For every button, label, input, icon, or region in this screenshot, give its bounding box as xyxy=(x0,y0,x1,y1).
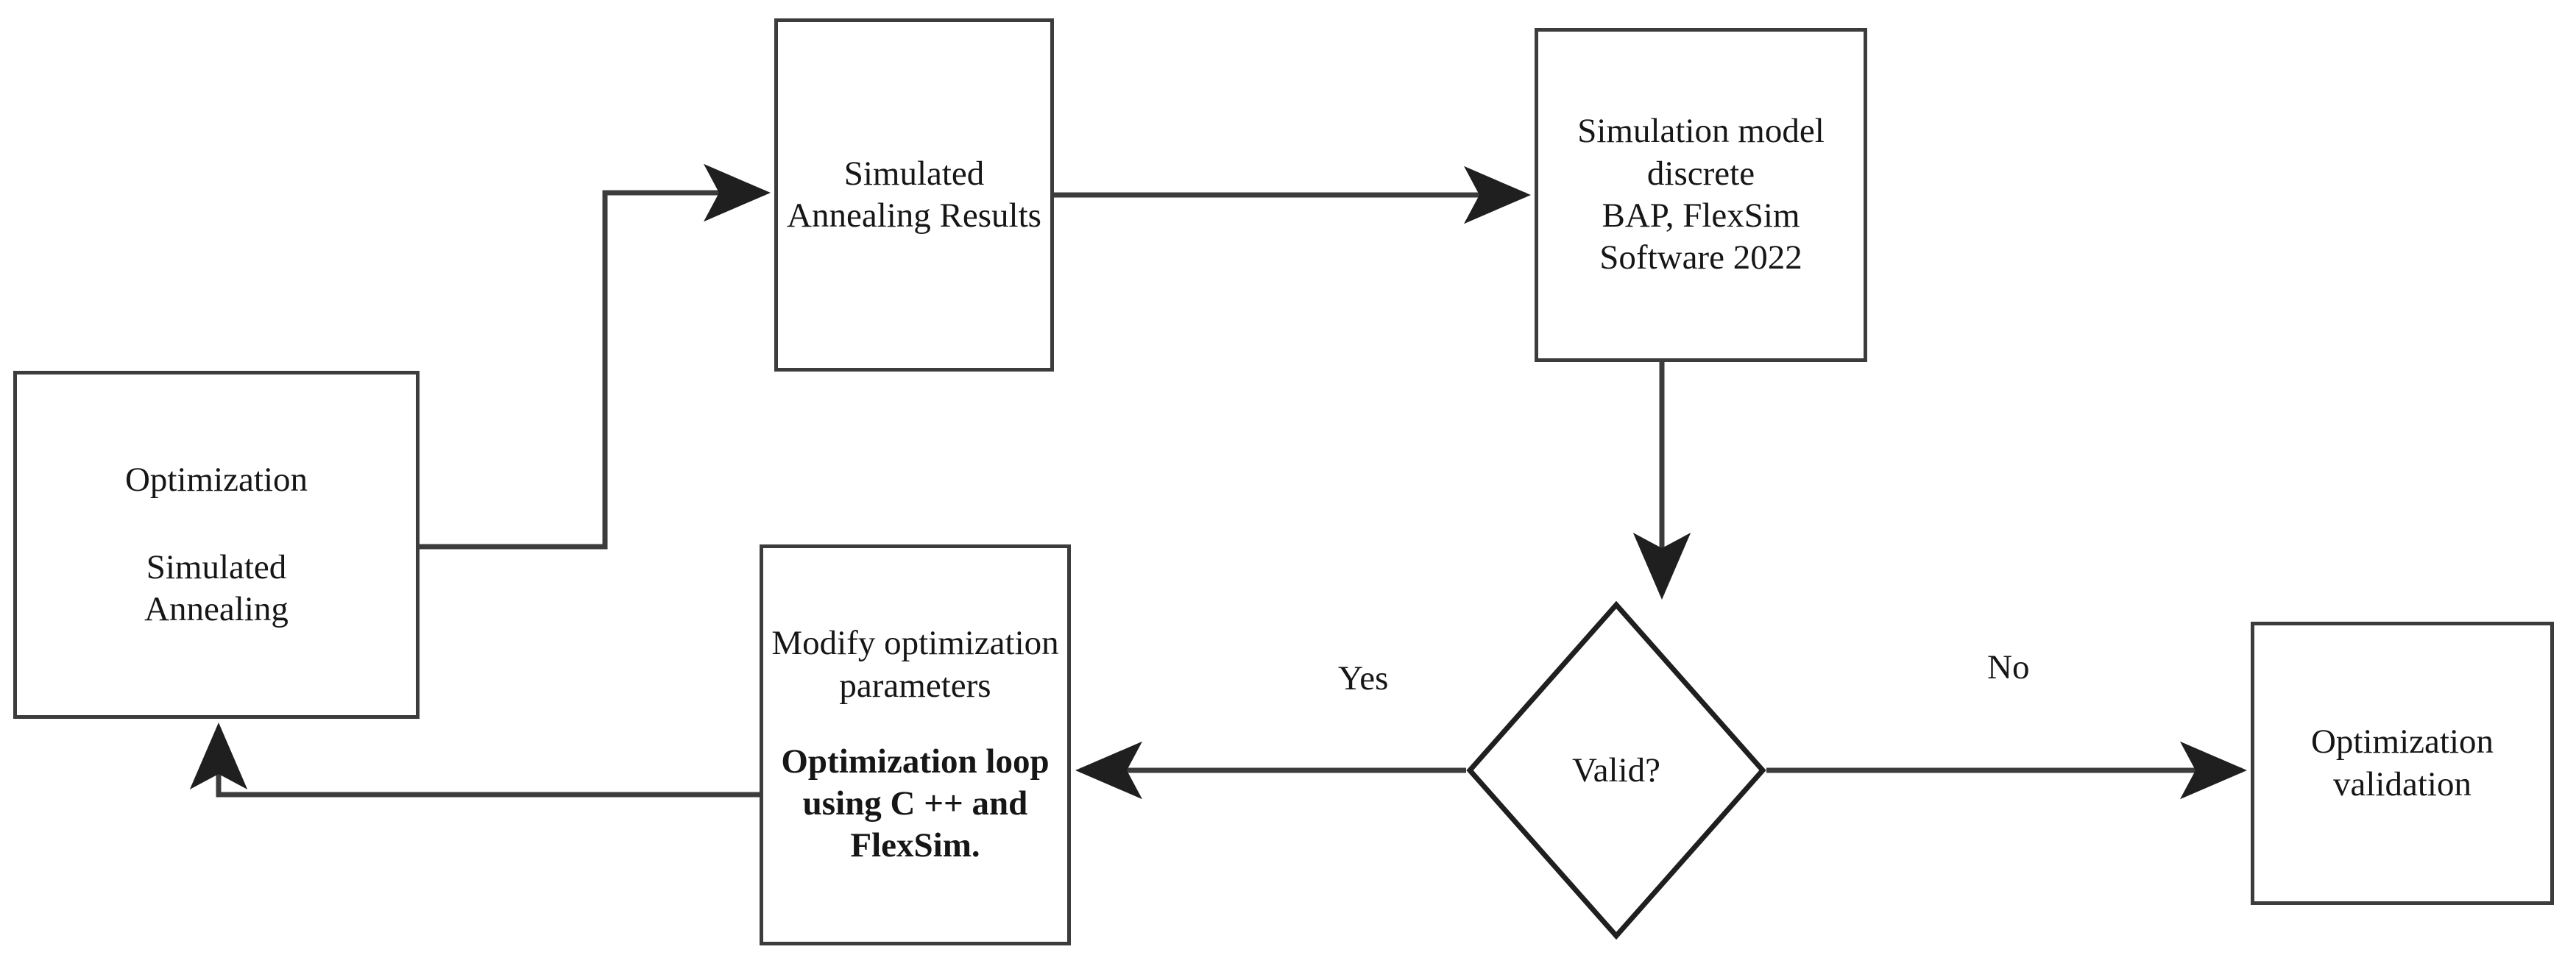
node-modify-optimization-parameters-line1: Modify optimization parameters xyxy=(771,624,1059,705)
node-optimization-line2: Simulated Annealing xyxy=(144,547,289,629)
edge-label-yes: Yes xyxy=(1338,659,1389,697)
node-optimization-validation[interactable]: Optimization validation xyxy=(2251,622,2554,905)
node-simulated-annealing-results-label: Simulated Annealing Results xyxy=(787,154,1041,235)
node-valid-decision[interactable]: Valid? xyxy=(1466,600,1766,940)
connector-optimization-to-sa-results xyxy=(420,163,771,550)
node-simulated-annealing-results[interactable]: Simulated Annealing Results xyxy=(774,18,1054,372)
node-optimization[interactable]: Optimization Simulated Annealing xyxy=(13,371,420,719)
node-optimization-line1: Optimization xyxy=(124,460,308,499)
edge-label-no: No xyxy=(1987,648,2030,686)
node-modify-optimization-parameters-line2: Optimization loop using C ++ and FlexSim… xyxy=(781,742,1050,865)
node-optimization-content: Optimization Simulated Annealing xyxy=(24,459,408,631)
diamond-shape xyxy=(1466,600,1766,940)
node-optimization-validation-label: Optimization validation xyxy=(2310,723,2494,803)
node-modify-optimization-parameters[interactable]: Modify optimization parameters Optimizat… xyxy=(760,544,1071,945)
node-simulation-model[interactable]: Simulation model discrete BAP, FlexSim S… xyxy=(1535,28,1867,362)
node-simulation-model-label: Simulation model discrete BAP, FlexSim S… xyxy=(1577,112,1825,277)
connector-modify-params-to-optimization xyxy=(189,723,760,798)
node-valid-decision-label: Valid? xyxy=(1571,751,1661,789)
node-modify-optimization-parameters-content: Modify optimization parameters Optimizat… xyxy=(771,622,1060,867)
